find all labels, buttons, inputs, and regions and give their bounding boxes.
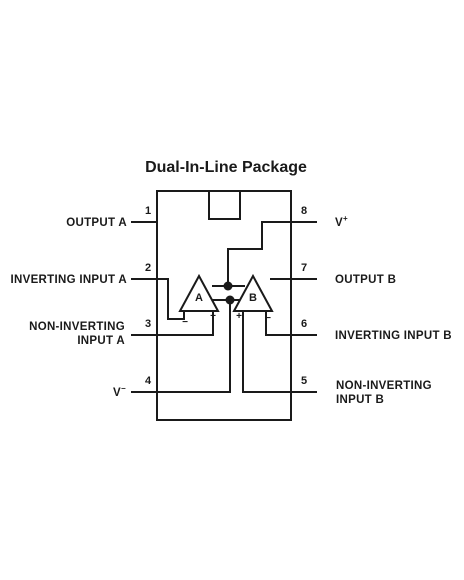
pin-2-number: 2 — [145, 262, 151, 274]
junction-dot-upper — [223, 281, 233, 291]
pin-6-label: INVERTING INPUT B — [335, 330, 452, 342]
pin-7-number: 7 — [301, 262, 307, 274]
pin-2-label: INVERTING INPUT A — [11, 274, 127, 286]
wire-pin-6-to-amp-b-minus — [265, 311, 291, 336]
wire-pin-4-v-minus — [157, 300, 231, 393]
pin-5-number: 5 — [301, 375, 307, 387]
op-amp-a-plus-sign: + — [210, 311, 216, 322]
pin-1-number: 1 — [145, 205, 151, 217]
junction-dot-lower — [225, 295, 235, 305]
wire-pin-3-to-amp-a-plus — [157, 311, 214, 336]
pin-5-label-line-2: INPUT B — [336, 394, 384, 406]
pin-3-number: 3 — [145, 318, 151, 330]
diagram-title: Dual-In-Line Package — [145, 159, 307, 176]
op-amp-b-triangle — [232, 273, 274, 312]
pin-4-label: V− — [113, 384, 126, 399]
pin-6-number: 6 — [301, 318, 307, 330]
wire-pin-5-to-amp-b-plus — [242, 311, 291, 393]
op-amp-b-plus-sign: + — [236, 311, 242, 322]
package-body — [156, 190, 292, 421]
wire-pin-2-to-amp-a-minus — [157, 278, 185, 320]
pin-7-label: OUTPUT B — [335, 274, 396, 286]
pin-8-number: 8 — [301, 205, 307, 217]
pin-4-number: 4 — [145, 375, 152, 387]
pin-3-label-line-1: NON-INVERTING — [29, 321, 125, 333]
pin-5-label-line-1: NON-INVERTING — [336, 380, 432, 392]
pin-8-label: V+ — [335, 214, 348, 229]
pin-1-label: OUTPUT A — [66, 217, 127, 229]
op-amp-a-label: A — [195, 292, 203, 304]
wire-pin-8-v-plus — [227, 221, 291, 285]
package-notch — [208, 191, 241, 220]
op-amp-a-triangle — [178, 273, 220, 312]
pin-3-label-line-2: INPUT A — [77, 335, 125, 347]
op-amp-a-minus-sign: − — [182, 317, 188, 328]
op-amp-b-minus-sign: − — [265, 313, 271, 324]
op-amp-b-label: B — [249, 292, 257, 304]
